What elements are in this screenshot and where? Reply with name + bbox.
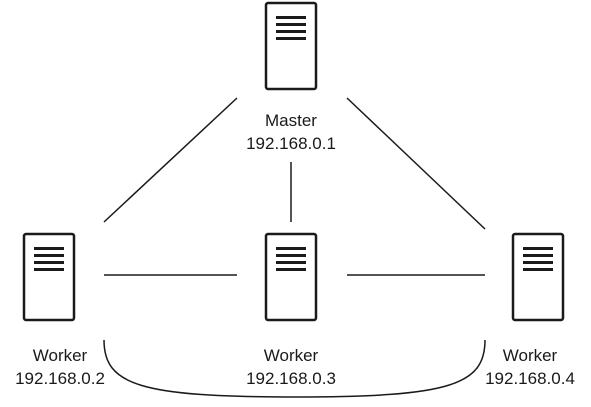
worker-center-node-label: Worker 192.168.0.3	[221, 344, 361, 390]
worker-right-role: Worker	[502, 346, 558, 365]
worker-center-server-icon	[264, 232, 318, 322]
link-master-worker-left	[103, 97, 238, 223]
connections	[103, 97, 486, 398]
worker-left-node-label: Worker 192.168.0.2	[0, 344, 120, 390]
worker-left-ip: 192.168.0.2	[15, 369, 105, 388]
worker-center-role: Worker	[263, 346, 319, 365]
worker-center-ip: 192.168.0.3	[246, 369, 336, 388]
link-master-worker-right	[346, 97, 486, 230]
link-worker-left-worker-right	[103, 339, 486, 398]
worker-left-role: Worker	[32, 346, 88, 365]
master-ip: 192.168.0.1	[246, 134, 336, 153]
master-role: Master	[265, 111, 317, 130]
master-server-icon	[264, 1, 318, 91]
worker-right-server-icon	[511, 232, 565, 322]
master-node-label: Master 192.168.0.1	[221, 109, 361, 155]
worker-left-server-icon	[22, 232, 76, 322]
worker-right-ip: 192.168.0.4	[485, 369, 575, 388]
worker-right-node-label: Worker 192.168.0.4	[470, 344, 590, 390]
